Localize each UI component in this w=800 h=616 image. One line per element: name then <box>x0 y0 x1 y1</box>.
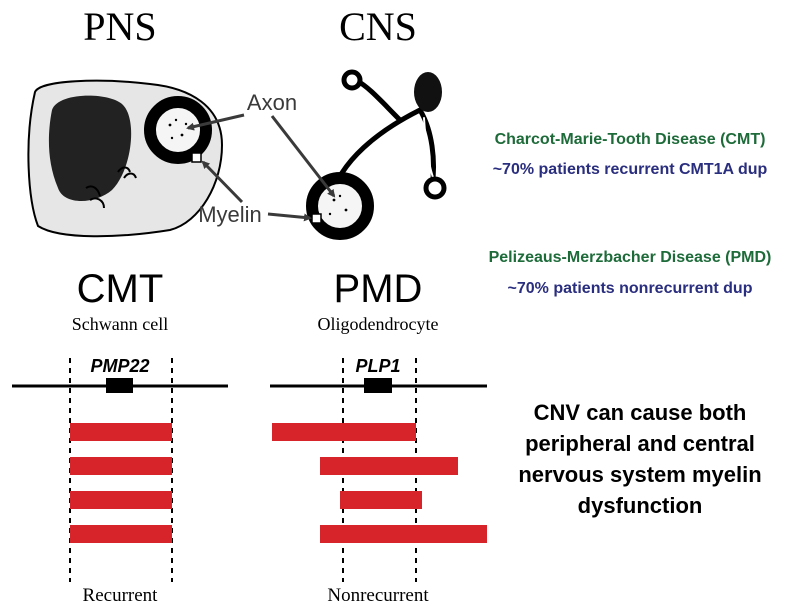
pns-header: PNS <box>83 4 156 49</box>
pmd-disease-name: Pelizeaus-Merzbacher Disease (PMD) <box>489 249 772 266</box>
cmt-disease-note: ~70% patients recurrent CMT1A dup <box>493 161 768 178</box>
axon-arrow-pns <box>186 113 245 131</box>
schwann-axon <box>144 96 212 164</box>
pmp22-gene-label: PMP22 <box>90 356 149 376</box>
myelin-arrow-cns <box>267 212 312 222</box>
nonrecurrent-label: Nonrecurrent <box>327 585 429 606</box>
pmd-dup-bar-2 <box>320 457 458 475</box>
conclusion-line-3: nervous system myelin <box>518 462 761 487</box>
cns-process-node-right <box>423 176 447 200</box>
cmt-dup-bar-4 <box>70 525 172 543</box>
conclusion-line-4: dysfunction <box>578 493 703 518</box>
cmt-abbr: CMT <box>77 267 164 311</box>
oligodendrocyte-body <box>414 72 442 112</box>
schwann-nucleus <box>48 95 132 201</box>
cmt-dup-bar-2 <box>70 457 172 475</box>
conclusion-line-2: peripheral and central <box>525 431 755 456</box>
cns-header: CNS <box>339 4 417 49</box>
pmd-dup-bar-1 <box>272 423 416 441</box>
pmd-disease-note: ~70% patients nonrecurrent dup <box>508 280 753 297</box>
cmt-dup-bar-3 <box>70 491 172 509</box>
axon-label: Axon <box>247 90 297 115</box>
myelin-marker-pns <box>191 152 202 163</box>
cmt-duplication-schematic: PMP22 Recurrent <box>12 356 228 606</box>
myelin-arrow-pns <box>201 160 244 204</box>
cmt-dup-bar-1 <box>70 423 172 441</box>
pmd-dup-bar-3 <box>340 491 422 509</box>
recurrent-label: Recurrent <box>83 585 159 606</box>
cmt-disease-name: Charcot-Marie-Tooth Disease (CMT) <box>495 131 766 148</box>
conclusion-line-1: CNV can cause both <box>534 400 747 425</box>
plp1-gene-box <box>364 378 392 393</box>
cns-axon <box>306 172 374 240</box>
plp1-gene-label: PLP1 <box>355 356 400 376</box>
pmd-duplication-schematic: PLP1 Nonrecurrent <box>270 356 487 606</box>
conclusion-text: CNV can cause both peripheral and centra… <box>518 400 761 518</box>
myelin-marker-cns <box>311 213 322 224</box>
myelin-label: Myelin <box>198 202 262 227</box>
axon-arrow-cns <box>270 115 336 198</box>
pmd-cell-type: Oligodendrocyte <box>318 314 439 334</box>
cmt-cell-type: Schwann cell <box>72 314 168 334</box>
schwann-cell-illustration <box>27 79 224 238</box>
oligodendrocyte-illustration <box>306 69 447 240</box>
pmd-dup-bar-4 <box>320 525 487 543</box>
pmp22-gene-box <box>106 378 133 393</box>
pmd-abbr: PMD <box>334 267 423 311</box>
cns-process-node-top <box>341 69 363 91</box>
